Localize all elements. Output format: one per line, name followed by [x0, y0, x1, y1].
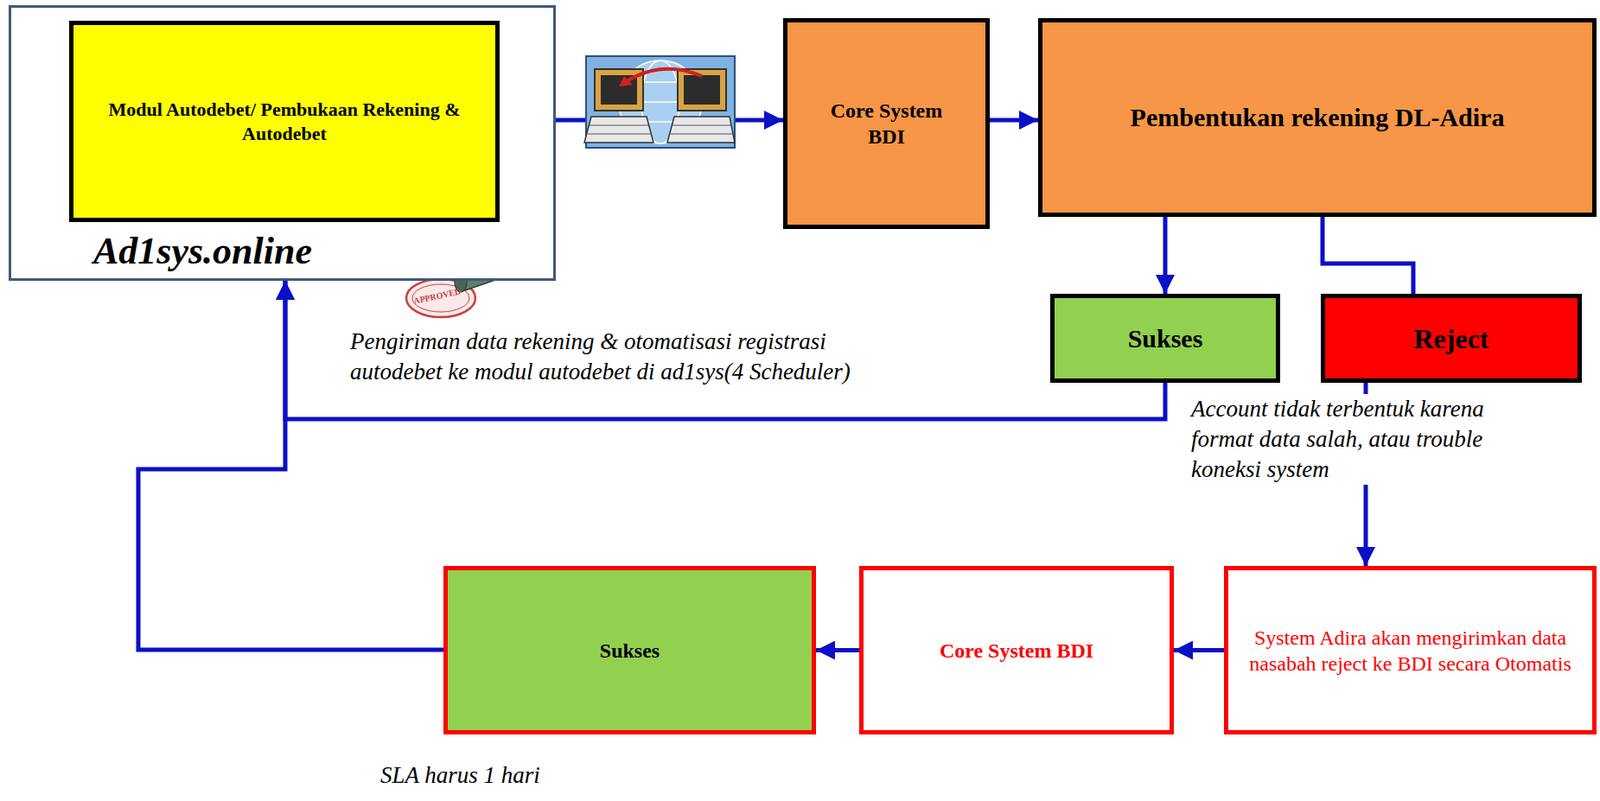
flow-arrow	[1163, 216, 1168, 294]
node-text: Core System BDI	[820, 97, 953, 150]
node-text: Modul Autodebet/ Pembukaan Rekening & Au…	[99, 97, 470, 146]
node-text: Core System BDI	[939, 637, 1094, 664]
success-box: Sukses	[443, 566, 816, 735]
flow-arrow	[815, 648, 860, 653]
system-name: Ad1sys.online	[93, 227, 313, 275]
flow-arrow	[1173, 648, 1224, 653]
flow-arrow	[1322, 216, 1414, 294]
network-icon	[584, 56, 735, 148]
success-box: Sukses	[1050, 293, 1281, 383]
node-text: Reject	[1413, 321, 1489, 357]
process-box: Core System BDI	[859, 566, 1174, 735]
flow-arrow	[285, 280, 1166, 420]
process-box: Core System BDI	[783, 18, 990, 230]
edge-label: Pengiriman data rekening & otomatisasi r…	[350, 326, 921, 388]
reject-box: Reject	[1320, 293, 1582, 383]
node-text: Pembentukan rekening DL-Adira	[1130, 101, 1505, 134]
stamp-text: APPROVED	[412, 285, 462, 306]
note-text: SLA harus 1 hari	[380, 760, 541, 791]
node-text: Sukses	[1128, 322, 1204, 356]
module-box: Modul Autodebet/ Pembukaan Rekening & Au…	[69, 20, 500, 223]
process-box: System Adira akan mengirimkan data nasab…	[1223, 566, 1597, 735]
system-container: Ad1sys.online Modul Autodebet/ Pembukaan …	[8, 5, 556, 281]
flow-arrow	[989, 118, 1039, 123]
node-text: System Adira akan mengirimkan data nasab…	[1247, 624, 1574, 677]
process-box: Pembentukan rekening DL-Adira	[1038, 18, 1597, 217]
edge-label: Account tidak terbentuk karena format da…	[1191, 394, 1546, 485]
node-text: Sukses	[599, 637, 660, 664]
